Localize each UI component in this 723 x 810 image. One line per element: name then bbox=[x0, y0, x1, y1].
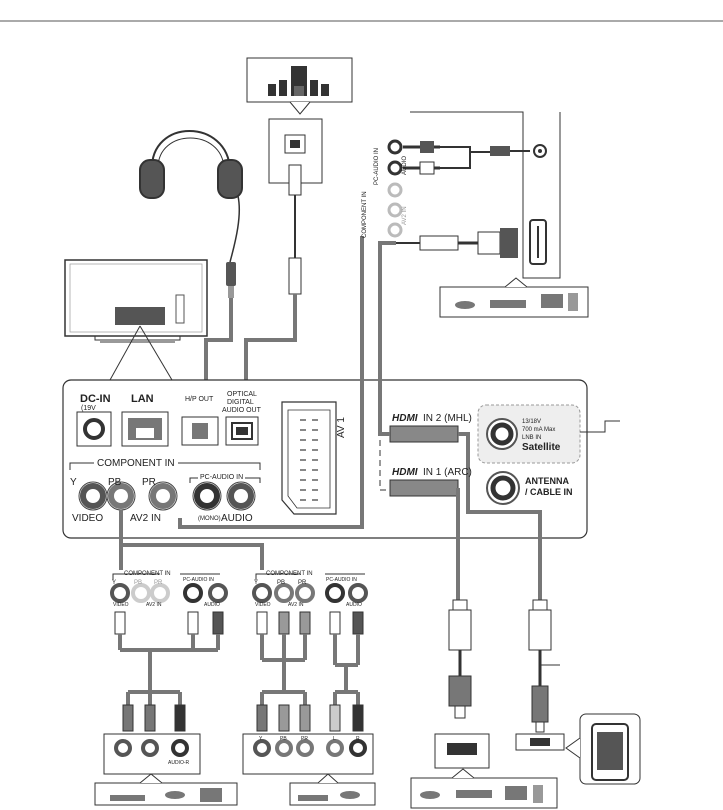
sp2-pc-audio-label: PC-AUDIO IN bbox=[326, 577, 357, 583]
component-in-label: COMPONENT IN bbox=[94, 459, 178, 469]
sp1-pc-audio-label: PC-AUDIO IN bbox=[183, 577, 214, 583]
optical-out-port bbox=[225, 416, 259, 446]
hp-out-label: H/P OUT bbox=[185, 396, 214, 403]
audio-label: AUDIO bbox=[221, 513, 253, 524]
component-cables bbox=[119, 510, 264, 570]
scart-av1-port bbox=[281, 401, 337, 515]
av1-label: AV 1 bbox=[336, 417, 347, 438]
mhl-cable bbox=[515, 599, 565, 751]
sp1-pb-label: PB bbox=[134, 580, 143, 586]
rca-plugs bbox=[114, 611, 364, 635]
sp2-pr-label: PR bbox=[298, 580, 307, 586]
satellite-spec-1: 13/18V bbox=[522, 419, 542, 425]
sp2-av2-label: AV2 IN bbox=[288, 602, 304, 608]
sp2-component-label: COMPONENT IN bbox=[266, 571, 313, 577]
av2-in-label: AV2 IN bbox=[130, 513, 161, 524]
lan-label: LAN bbox=[131, 393, 154, 405]
tv-icon bbox=[64, 259, 208, 381]
device-rca-plugs bbox=[122, 704, 364, 732]
video-label: VIDEO bbox=[72, 513, 104, 524]
speaker-system-callout bbox=[246, 57, 353, 115]
pb-label: PB bbox=[108, 477, 122, 488]
pc-panel-audio-label: AUDIO bbox=[402, 155, 408, 175]
pc-device-strip bbox=[439, 277, 589, 318]
device-strip-right bbox=[289, 773, 376, 806]
device-strip-left bbox=[94, 773, 238, 806]
device-cables-right bbox=[260, 634, 360, 705]
sp2-pb-label: PB bbox=[277, 580, 286, 586]
pr-label: PR bbox=[142, 477, 156, 488]
antenna-label-2: / CABLE IN bbox=[525, 487, 573, 497]
device-right-r-label: R bbox=[356, 736, 360, 742]
sp1-pr-label: PR bbox=[154, 580, 163, 586]
antenna-label-1: ANTENNA bbox=[525, 476, 569, 486]
pc-panel-component-label: COMPONENT IN bbox=[362, 191, 368, 238]
device-right-pb-label: PB bbox=[280, 736, 287, 742]
hdmi2-logo: HDMI bbox=[392, 413, 418, 424]
optical-label-1: OPTICAL bbox=[227, 391, 257, 398]
device-strip-hdmi bbox=[410, 768, 558, 809]
sp2-video-label: VIDEO bbox=[255, 602, 271, 608]
hdmi1-label: IN 1 (ARC) bbox=[423, 467, 472, 478]
pc-audio-in-label: PC-AUDIO IN bbox=[198, 474, 246, 481]
dc-in-voltage-label: (19V bbox=[81, 405, 96, 412]
y-label: Y bbox=[70, 477, 77, 488]
sp2-audio-label: AUDIO bbox=[346, 602, 362, 608]
sp1-y-label: Y bbox=[112, 580, 117, 586]
satellite-spec-2: 700 mA Max bbox=[522, 427, 556, 433]
satellite-port-box bbox=[477, 404, 620, 464]
pc-panel-av2-label: AV2 IN bbox=[402, 206, 408, 225]
sp1-component-label: COMPONENT IN bbox=[124, 571, 171, 577]
smartphone-icon bbox=[565, 713, 641, 785]
satellite-spec-3: LNB IN bbox=[522, 435, 542, 441]
hdmi-bottom-left bbox=[434, 599, 490, 769]
satellite-label: Satellite bbox=[522, 442, 561, 453]
device-left-audio-r-label: AUDIO-R bbox=[168, 760, 190, 766]
dc-in-port bbox=[76, 411, 112, 447]
pc-panel-pc-audio-label: PC-AUDIO IN bbox=[374, 147, 380, 185]
component-in-jacks bbox=[69, 462, 261, 511]
small-component-panel-1 bbox=[110, 573, 228, 603]
optical-label-2: DIGITAL bbox=[227, 399, 254, 406]
mono-label: (MONO) bbox=[198, 516, 221, 522]
headphones-icon bbox=[139, 130, 243, 263]
hdmi2-label: IN 2 (MHL) bbox=[423, 413, 472, 424]
small-component-panel-2 bbox=[252, 573, 368, 603]
optical-label-3: AUDIO OUT bbox=[222, 407, 261, 414]
headphone-port bbox=[181, 416, 219, 446]
hdmi-cables bbox=[378, 241, 542, 600]
device-cables-left bbox=[118, 634, 220, 705]
pc-connection-panel bbox=[385, 111, 561, 279]
device-right-y-label: Y bbox=[259, 736, 263, 742]
sp2-y-label: Y bbox=[254, 580, 259, 586]
device-right-l-label: L bbox=[333, 736, 336, 742]
sp1-video-label: VIDEO bbox=[113, 602, 129, 608]
sp1-audio-label: AUDIO bbox=[204, 602, 220, 608]
hdmi1-logo: HDMI bbox=[392, 467, 418, 478]
device-port-box-left bbox=[103, 733, 201, 775]
device-port-box-right bbox=[242, 733, 374, 775]
av1-cable bbox=[178, 236, 364, 529]
device-right-pr-label: PR bbox=[301, 736, 308, 742]
sp1-av2-label: AV2 IN bbox=[146, 602, 162, 608]
antenna-port bbox=[486, 471, 520, 505]
dc-in-label: DC-IN bbox=[80, 393, 111, 405]
lan-port bbox=[121, 411, 169, 447]
